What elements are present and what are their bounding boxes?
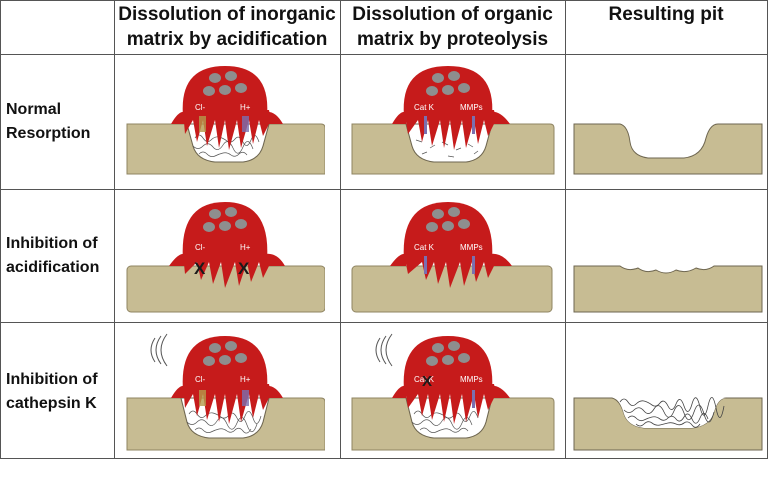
collagen-fibers xyxy=(186,410,262,434)
chloride-label: Cl- xyxy=(195,103,206,112)
col-divider-1 xyxy=(114,0,115,459)
column-header-line: matrix by proteolysis xyxy=(356,29,549,50)
col-divider-3 xyxy=(565,0,566,459)
header-divider xyxy=(0,54,768,55)
row-label-line: Resorption xyxy=(6,125,91,142)
row-label-normal-resorption: Normal Resorption xyxy=(6,98,111,146)
collagen-fibers xyxy=(411,410,479,434)
proton-label: H+ xyxy=(240,375,251,384)
collagen-fragments xyxy=(415,139,479,158)
cell-inhibited-cathepsin-pit xyxy=(572,326,764,454)
cathepsin-k-enzyme xyxy=(424,256,427,274)
motion-arcs xyxy=(150,333,168,367)
resorption-pit xyxy=(405,123,493,163)
bone-block-shallow-pit xyxy=(573,265,763,313)
undigested-collagen xyxy=(619,397,725,428)
proton-label: H+ xyxy=(240,243,251,252)
table-border-top xyxy=(0,0,768,1)
block-mark-chloride: X xyxy=(194,259,206,278)
motion-arcs xyxy=(375,333,393,367)
row-label-line: Normal xyxy=(6,101,62,118)
cell-normal-proteolysis: Cat K MMPs xyxy=(350,58,555,178)
mmps-enzyme xyxy=(472,256,475,274)
cell-inhibited-cathepsin-proteolysis: Cat K MMPs X xyxy=(350,326,555,454)
row-label-inhibition-acidification: Inhibition of acidification xyxy=(6,232,111,280)
proton-pump xyxy=(242,116,249,132)
column-header-resulting-pit: Resulting pit xyxy=(565,2,767,27)
block-mark-cathepsin: X xyxy=(422,373,432,390)
bone-block-deep-pit xyxy=(573,123,763,175)
row-label-inhibition-cathepsin: Inhibition of cathepsin K xyxy=(6,368,111,416)
osteoclast-cell xyxy=(169,202,285,288)
mmps-label: MMPs xyxy=(460,103,483,112)
cell-normal-pit xyxy=(572,58,764,178)
table-border-left xyxy=(0,0,1,459)
column-header-line: Dissolution of organic xyxy=(352,4,553,25)
mmps-enzyme xyxy=(472,390,475,408)
row-divider-1 xyxy=(0,189,768,190)
cell-inhibited-acidification-proteolysis: Cat K MMPs xyxy=(350,192,555,317)
cathepsin-label: Cat K xyxy=(414,375,435,384)
cathepsin-label: Cat K xyxy=(414,243,435,252)
mmps-label: MMPs xyxy=(460,375,483,384)
column-header-line: Dissolution of inorganic xyxy=(118,4,336,25)
column-header-proteolysis: Dissolution of organic matrix by proteol… xyxy=(340,2,565,52)
chloride-label: Cl- xyxy=(195,375,206,384)
row-divider-2 xyxy=(0,322,768,323)
cathepsin-k-enzyme xyxy=(424,116,427,134)
proton-label: H+ xyxy=(240,103,251,112)
cell-inhibited-acidification: Cl- H+ X X xyxy=(125,192,325,317)
cathepsin-label: Cat K xyxy=(414,103,435,112)
block-mark-proton: X xyxy=(238,259,250,278)
mmps-label: MMPs xyxy=(460,243,483,252)
row-label-line: cathepsin K xyxy=(6,395,97,412)
row-label-line: acidification xyxy=(6,259,100,276)
cell-inhibited-cathepsin-acidification: Cl- H+ xyxy=(125,326,325,454)
row-label-line: Inhibition of xyxy=(6,235,98,252)
chloride-channel xyxy=(199,116,206,132)
chloride-channel xyxy=(199,390,206,406)
figure-table: Dissolution of inorganic matrix by acidi… xyxy=(0,0,768,459)
col-divider-2 xyxy=(340,0,341,459)
table-border-bottom xyxy=(0,458,768,459)
column-header-acidification: Dissolution of inorganic matrix by acidi… xyxy=(114,2,340,52)
column-header-line: Resulting pit xyxy=(608,4,724,25)
column-header-line: matrix by acidification xyxy=(126,29,328,50)
cell-inhibited-acidification-pit xyxy=(572,192,764,317)
chloride-label: Cl- xyxy=(195,243,206,252)
collagen-fibers xyxy=(192,134,260,158)
mmps-enzyme xyxy=(472,116,475,134)
cell-normal-acidification: Cl- H+ xyxy=(125,58,325,178)
row-label-line: Inhibition of xyxy=(6,371,98,388)
proton-pump xyxy=(242,390,249,406)
